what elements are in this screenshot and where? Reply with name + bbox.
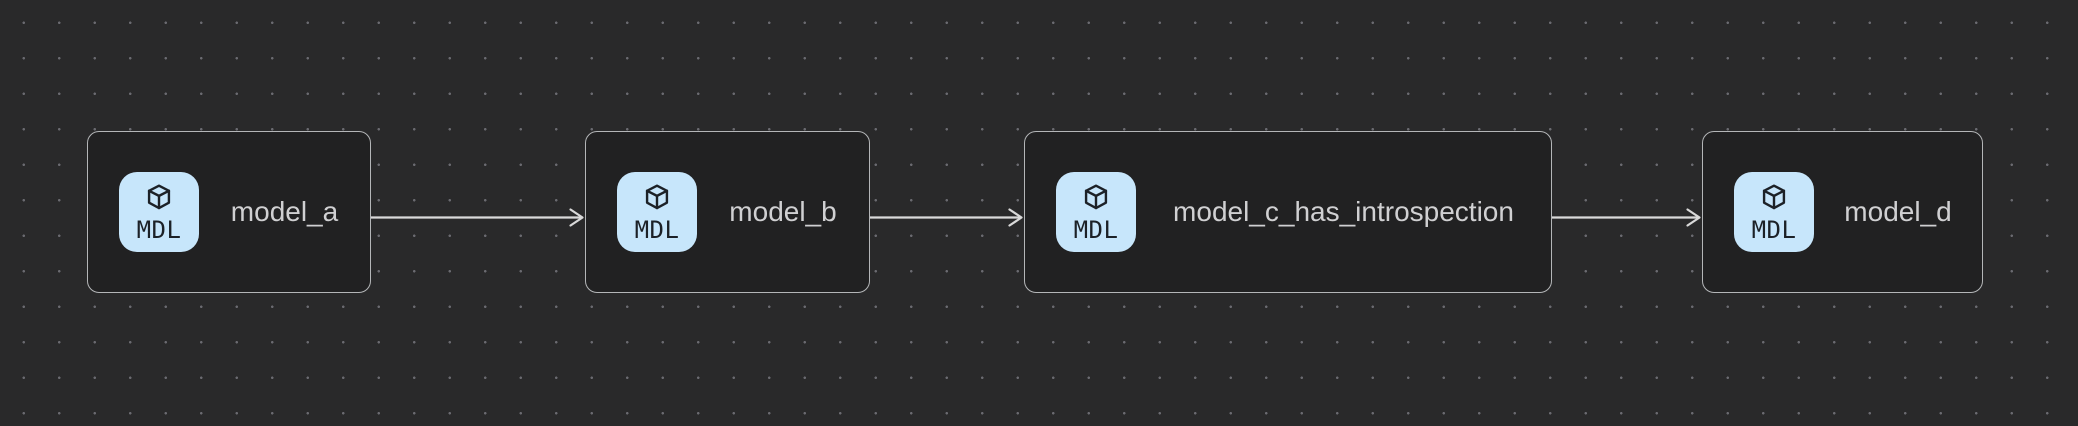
edge-model-b-to-model-c — [868, 208, 1023, 227]
model-badge: MDL — [617, 172, 697, 252]
node-model-b[interactable]: MDL model_b — [585, 131, 870, 293]
cube-icon — [1762, 184, 1786, 210]
node-label: model_a — [230, 196, 339, 227]
arrowhead-icon — [1686, 208, 1701, 227]
badge-label: MDL — [1751, 216, 1797, 244]
badge-label: MDL — [634, 216, 680, 244]
node-model-a[interactable]: MDL model_a — [87, 131, 371, 293]
badge-label: MDL — [136, 216, 182, 244]
arrowhead-icon — [569, 208, 584, 227]
cube-icon — [1084, 184, 1108, 210]
cube-icon — [645, 184, 669, 210]
model-badge: MDL — [1056, 172, 1136, 252]
cube-icon — [147, 184, 171, 210]
edge-model-a-to-model-b — [369, 208, 584, 227]
node-label: model_b — [729, 196, 837, 227]
badge-label: MDL — [1073, 216, 1119, 244]
node-model-c-has-introspection[interactable]: MDL model_c_has_introspection — [1024, 131, 1552, 293]
node-label: model_d — [1844, 196, 1952, 227]
model-badge: MDL — [1734, 172, 1814, 252]
node-label: model_c_has_introspection — [1173, 196, 1514, 227]
model-badge: MDL — [119, 172, 199, 252]
arrowhead-icon — [1008, 208, 1023, 227]
edge-model-c-to-model-d — [1550, 208, 1701, 227]
node-model-d[interactable]: MDL model_d — [1702, 131, 1983, 293]
